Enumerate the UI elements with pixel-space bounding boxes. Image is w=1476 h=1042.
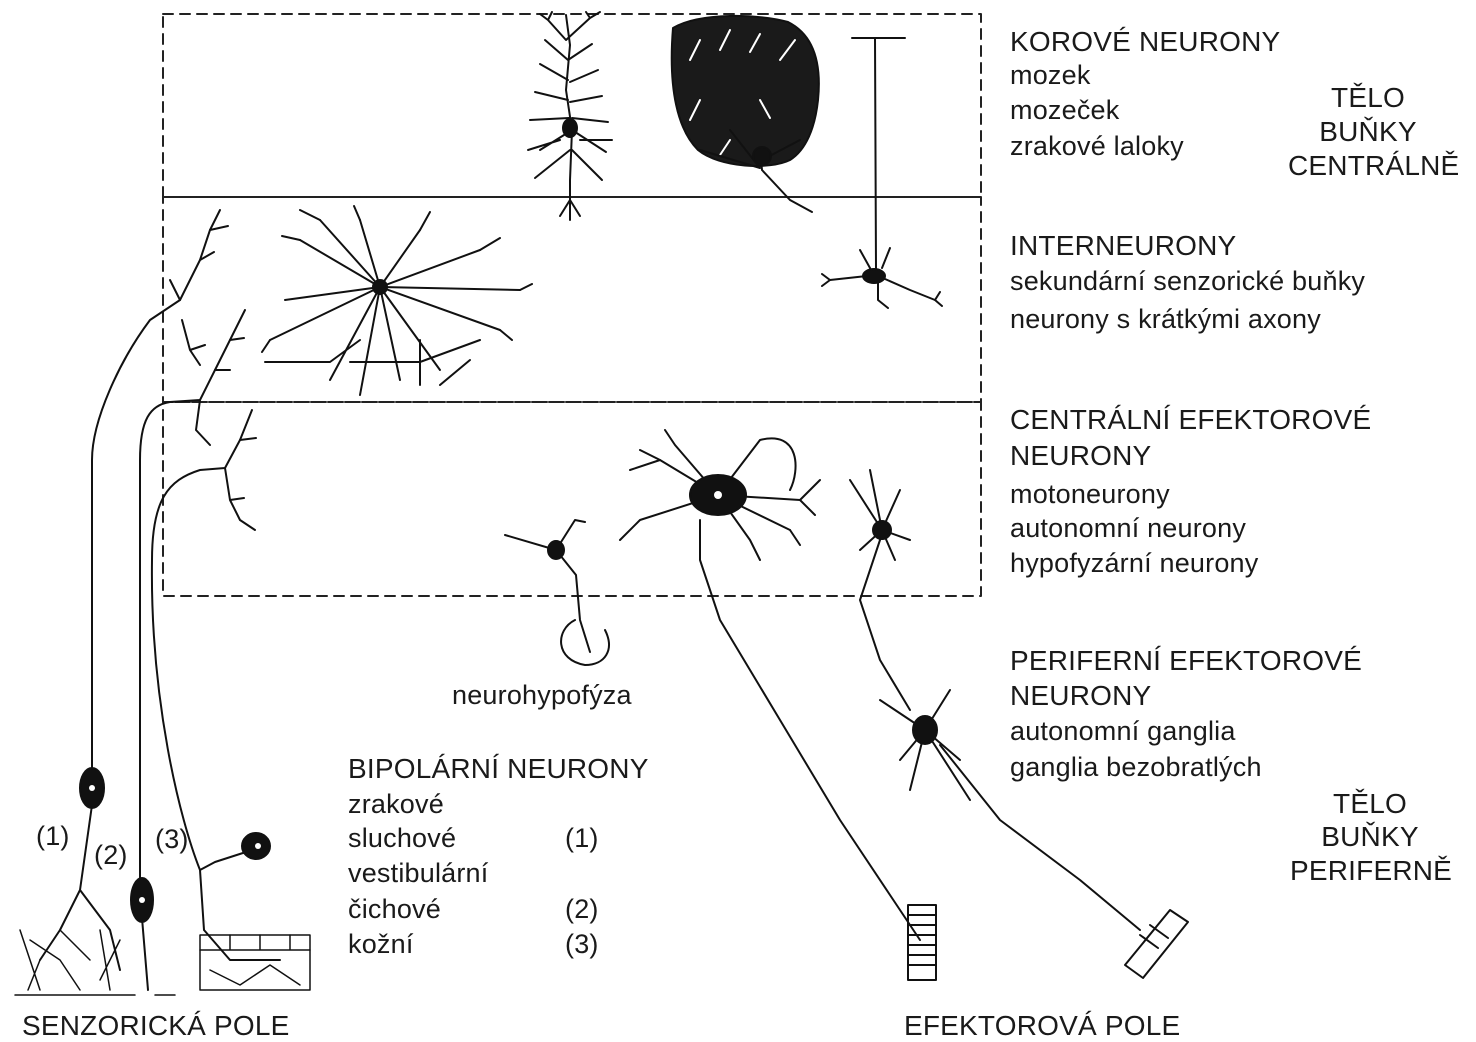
soma-central-line: TĚLO [1288,84,1448,112]
neurohypophysis-label: neurohypofýza [452,682,632,709]
bipolar-item-ref: (2) [565,896,599,923]
cortical-item: zrakové laloky [1010,133,1184,160]
hypophyseal-neuron [505,520,609,665]
sensory-fields-label: SENZORICKÁ POLE [22,1012,290,1040]
peripheral-effector-heading: NEURONY [1010,682,1151,710]
autonomic-central-neuron [850,470,910,710]
bipolar-heading: BIPOLÁRNÍ NEURONY [348,755,649,783]
stellate-soma [373,280,387,294]
sensory-axon-2 [140,310,245,880]
cortical-zone-box [163,14,981,197]
marker-1: (1) [36,823,70,850]
purkinje-soma [753,147,771,165]
tall-interneuron-soma [863,269,885,283]
effector-fields-label: EFEKTOROVÁ POLE [904,1012,1180,1040]
effector-muscle [908,905,936,980]
ganglion-soma [913,716,937,744]
soma-central-line: CENTRÁLNĚ [1288,152,1448,180]
soma-peripheral-line: TĚLO [1290,790,1450,818]
soma-central-line: BUŇKY [1288,118,1448,146]
sensory-endings [15,930,310,995]
bipolar-item: sluchové [348,825,456,852]
bipolar-item: vestibulární [348,860,488,887]
pyramidal-neuron [528,12,612,220]
interneuron-item: sekundární senzorické buňky [1010,268,1365,295]
central-effector-item: hypofyzární neurony [1010,550,1258,577]
cortical-item: mozeček [1010,97,1119,124]
stellate-interneuron [262,206,532,395]
sensory-axon-3 [152,410,256,870]
marker-2: (2) [94,842,128,869]
bipolar-item: čichové [348,896,441,923]
central-effector-heading: NEURONY [1010,442,1151,470]
motoneuron [620,430,920,940]
tall-interneuron [822,38,942,308]
peripheral-effector-heading: PERIFERNÍ EFEKTOROVÉ [1010,647,1362,675]
peripheral-effector-item: ganglia bezobratlých [1010,754,1262,781]
peripheral-effector-item: autonomní ganglia [1010,718,1236,745]
bipolar-item: kožní [348,931,414,958]
hypophyseal-soma [548,541,564,559]
soma-peripheral-line: PERIFERNĚ [1290,857,1450,885]
soma-peripheral-line: BUŇKY [1290,823,1450,851]
cortical-item: mozek [1010,62,1091,89]
autonomic-central-soma [873,521,891,539]
central-effector-heading: CENTRÁLNÍ EFEKTOROVÉ [1010,406,1371,434]
bipolar-item: zrakové [348,791,444,818]
central-effector-item: motoneurony [1010,481,1170,508]
bipolar-neuron-3 [200,833,280,960]
bipolar-item-ref: (3) [565,931,599,958]
pyramidal-soma [563,119,577,137]
central-effector-item: autonomní neurony [1010,515,1246,542]
interneuron-heading: INTERNEURONY [1010,232,1236,260]
bipolar-item-ref: (1) [565,825,599,852]
marker-3: (3) [155,826,189,853]
cortical-heading: KOROVÉ NEURONY [1010,28,1280,56]
interneuron-item: neurony s krátkými axony [1010,306,1321,333]
sensory-axon-1 [92,210,228,770]
effector-gland [1125,910,1188,978]
central-effector-zone-box [163,402,981,596]
purkinje-neuron [672,16,819,212]
bipolar-neuron-2 [131,878,153,990]
